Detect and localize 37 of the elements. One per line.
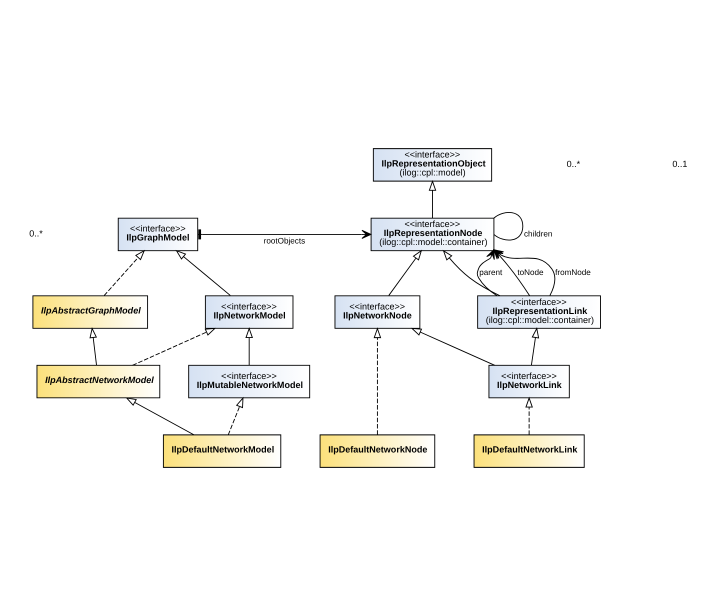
edge-label: fromNode	[555, 268, 591, 278]
arrow	[175, 250, 231, 296]
arrow	[89, 327, 98, 366]
node-box: IlpAbstractGraphModel	[32, 295, 148, 329]
node-box: <<interface>> IlpNetworkNode	[334, 295, 420, 329]
label: 0..*	[566, 159, 580, 170]
arrow	[245, 327, 253, 366]
arrow	[388, 250, 422, 296]
node-box: <<interface>> IlpGraphModel	[118, 218, 198, 252]
arrow	[442, 250, 500, 296]
node-box: <<interface>> IlpRepresentationObject (ilog::cpl::model)	[372, 148, 492, 182]
node-box: IlpAbstractNetworkModel	[36, 364, 160, 398]
arrow	[126, 397, 194, 436]
node-box: <<interface>> IlpMutableNetworkModel	[188, 364, 310, 398]
edge-label: parent	[479, 268, 502, 278]
arrow	[410, 328, 496, 366]
node-box: <<interface>> IlpRepresentationNode (ilog::cpl::model::container)	[370, 218, 494, 252]
connector	[493, 212, 524, 241]
label: 0..*	[29, 228, 43, 239]
arrow	[530, 327, 540, 366]
arrow	[374, 327, 382, 436]
node-box: IlpDefaultNetworkModel	[162, 434, 282, 468]
node-box: <<interface>> IlpNetworkModel	[204, 295, 294, 329]
arrow	[428, 180, 436, 219]
arrow	[132, 328, 216, 366]
edge-label: rootObjects	[264, 236, 306, 246]
arrow	[525, 396, 533, 436]
node-box: <<interface>> IlpRepresentationLink (ilog::cpl::model::container)	[477, 295, 601, 329]
node-box: IlpDefaultNetworkNode	[320, 434, 436, 468]
edge-label: toNode	[517, 268, 544, 278]
arrow	[476, 249, 498, 296]
node-box: IlpDefaultNetworkLink	[474, 434, 585, 468]
arrow	[104, 250, 146, 296]
edge-label: children	[524, 229, 552, 238]
label: 0..1	[672, 159, 688, 170]
node-box: <<interface>> IlpNetworkLink	[488, 364, 570, 398]
arrow	[228, 396, 244, 436]
